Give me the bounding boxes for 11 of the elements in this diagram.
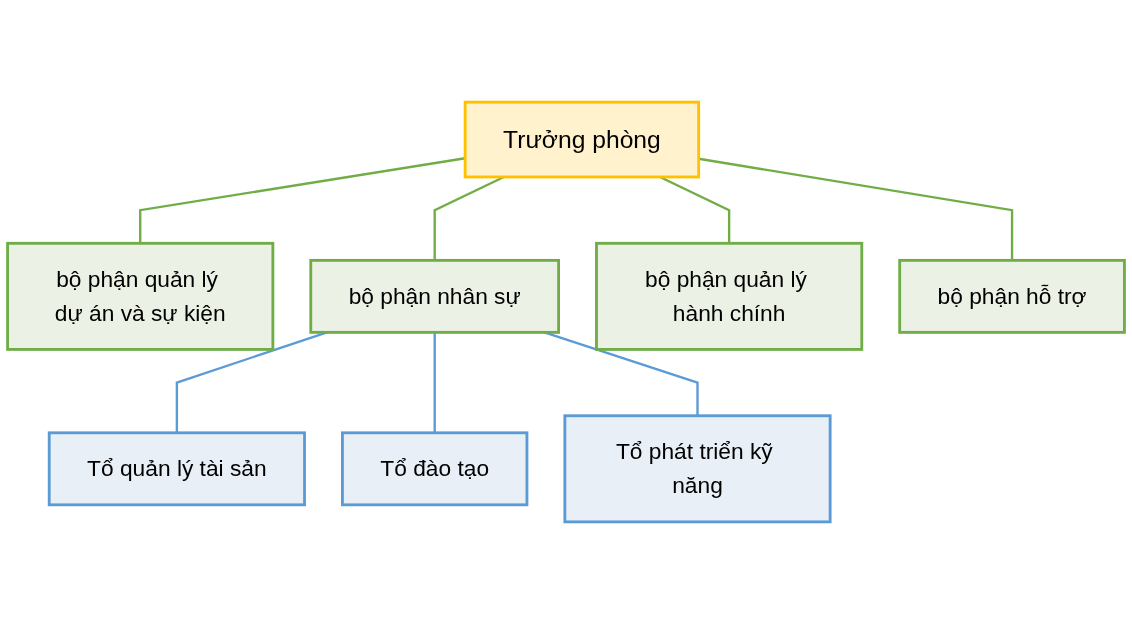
node-box: Trưởng phòng bbox=[463, 100, 701, 178]
connector bbox=[139, 156, 466, 243]
connector bbox=[698, 157, 1014, 260]
connector bbox=[433, 331, 436, 433]
node-box: Tổ phát triển kỹ năng bbox=[563, 413, 832, 523]
node-box: bộ phận quản lý dự án và sự kiện bbox=[6, 241, 275, 351]
node-box: bộ phận hỗ trợ bbox=[898, 258, 1126, 334]
node-box: bộ phận nhân sự bbox=[309, 258, 560, 334]
node-box: Tổ đào tạo bbox=[341, 430, 529, 506]
node-box: bộ phận quản lý hành chính bbox=[595, 241, 864, 351]
node-box: Tổ quản lý tài sản bbox=[47, 430, 306, 506]
